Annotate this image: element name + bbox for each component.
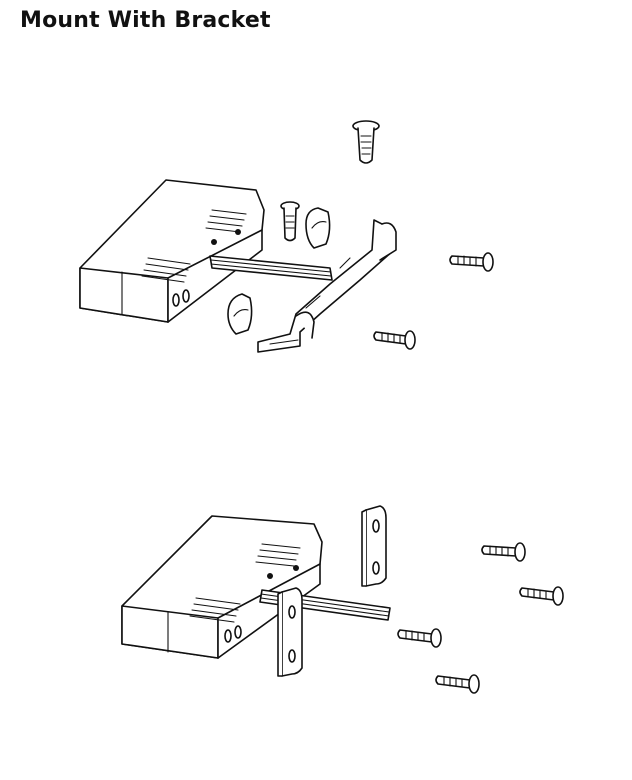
screw-horizontal-lower [373,330,416,350]
flat-bracket-front [277,587,303,677]
device-body-lower [121,515,323,659]
flat-bracket-rear [361,505,387,587]
bracket-mount-illustration-top [79,120,494,353]
screw-vertical-small [280,201,300,242]
screw-4 [435,674,480,694]
device-body [79,179,265,323]
clip-lower [227,293,253,335]
snap-bracket [257,219,397,353]
bracket-mount-illustration-bottom [121,505,564,694]
screw-horizontal-right [449,252,494,272]
screw-2 [519,586,564,606]
clip-upper [305,207,331,249]
page-title: Mount With Bracket [20,8,271,33]
screw-vertical-top [352,120,380,164]
ribbon-cable [209,255,333,281]
screw-3 [397,628,442,648]
screw-1 [481,542,526,562]
